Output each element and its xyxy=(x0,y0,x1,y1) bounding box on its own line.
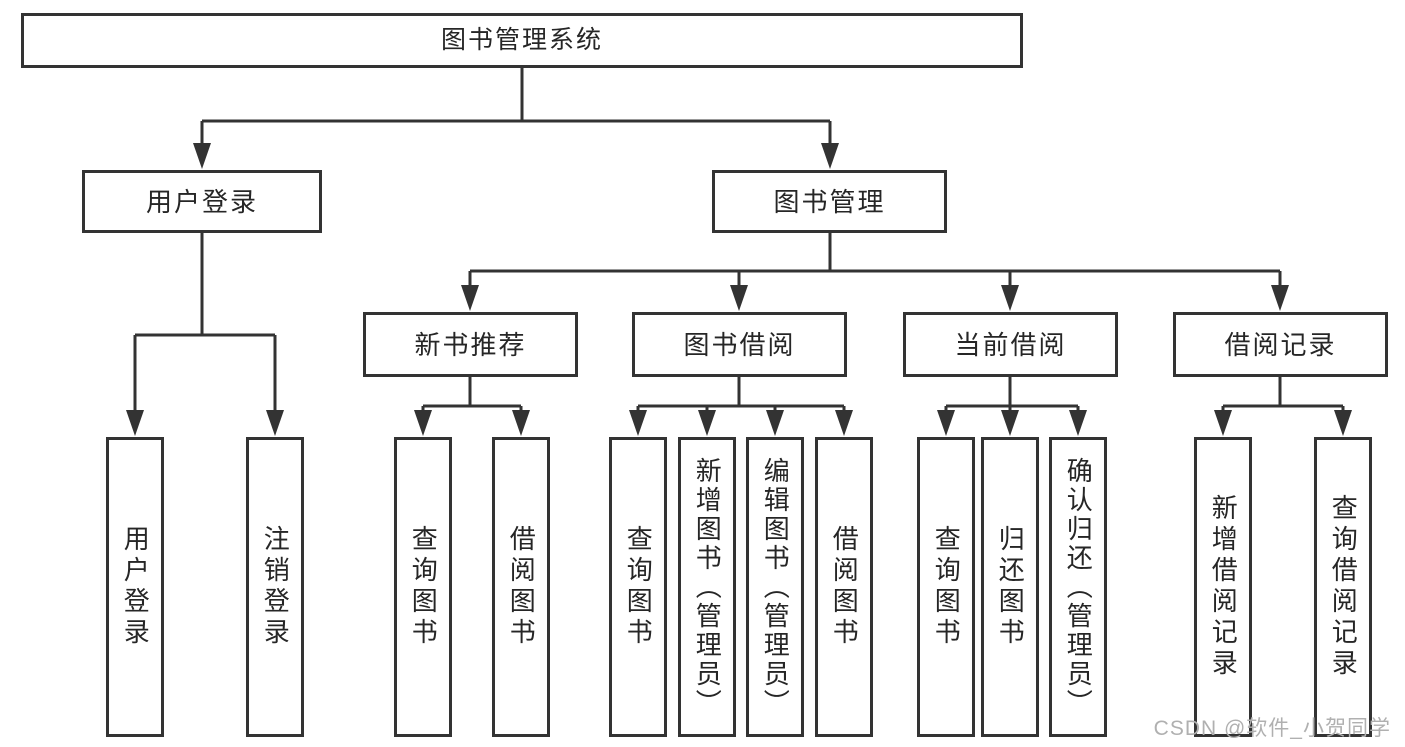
leaf-borrow-query-books: 查询图书 xyxy=(609,437,667,737)
node-label: 新增图书（管理员） xyxy=(692,456,723,718)
leaf-newbooks-query-books: 查询图书 xyxy=(394,437,452,737)
node-label: 当前借阅 xyxy=(954,329,1067,360)
node-label: 图书借阅 xyxy=(683,329,796,360)
node-label: 确认归还（管理员） xyxy=(1063,456,1094,718)
node-label: 归还图书 xyxy=(995,525,1026,649)
node-label: 用户登录 xyxy=(145,186,258,217)
leaf-records-add-record: 新增借阅记录 xyxy=(1194,437,1252,737)
leaf-logout: 注销登录 xyxy=(246,437,304,737)
node-label: 新增借阅记录 xyxy=(1208,494,1239,680)
node-label: 新书推荐 xyxy=(414,329,527,360)
node-label: 查询图书 xyxy=(623,525,654,649)
csdn-watermark: CSDN @软件_小贺同学 xyxy=(1153,717,1391,740)
node-current-borrow: 当前借阅 xyxy=(903,312,1118,377)
node-book-management: 图书管理 xyxy=(712,170,947,233)
leaf-current-confirm-return-admin: 确认归还（管理员） xyxy=(1049,437,1107,737)
leaf-user-login: 用户登录 xyxy=(106,437,164,737)
leaf-borrow-edit-books-admin: 编辑图书（管理员） xyxy=(746,437,804,737)
node-label: 借阅记录 xyxy=(1224,329,1337,360)
leaf-borrow-add-books-admin: 新增图书（管理员） xyxy=(678,437,736,737)
node-system-root: 图书管理系统 xyxy=(21,13,1023,68)
leaf-records-query-record: 查询借阅记录 xyxy=(1314,437,1372,737)
node-label: 查询借阅记录 xyxy=(1328,494,1359,680)
node-label: 用户登录 xyxy=(120,525,151,649)
node-label: 借阅图书 xyxy=(829,525,860,649)
leaf-newbooks-borrow-books: 借阅图书 xyxy=(492,437,550,737)
node-label: 借阅图书 xyxy=(506,525,537,649)
node-label: 注销登录 xyxy=(260,525,291,649)
node-book-borrow: 图书借阅 xyxy=(632,312,847,377)
node-borrow-records: 借阅记录 xyxy=(1173,312,1388,377)
node-user-login: 用户登录 xyxy=(82,170,322,233)
leaf-current-return-books: 归还图书 xyxy=(981,437,1039,737)
leaf-current-query-books: 查询图书 xyxy=(917,437,975,737)
node-label: 查询图书 xyxy=(408,525,439,649)
node-label: 图书管理系统 xyxy=(440,26,603,54)
node-label: 查询图书 xyxy=(931,525,962,649)
node-label: 图书管理 xyxy=(773,186,886,217)
node-new-book-recommend: 新书推荐 xyxy=(363,312,578,377)
leaf-borrow-borrow-books: 借阅图书 xyxy=(815,437,873,737)
node-label: 编辑图书（管理员） xyxy=(760,456,791,718)
